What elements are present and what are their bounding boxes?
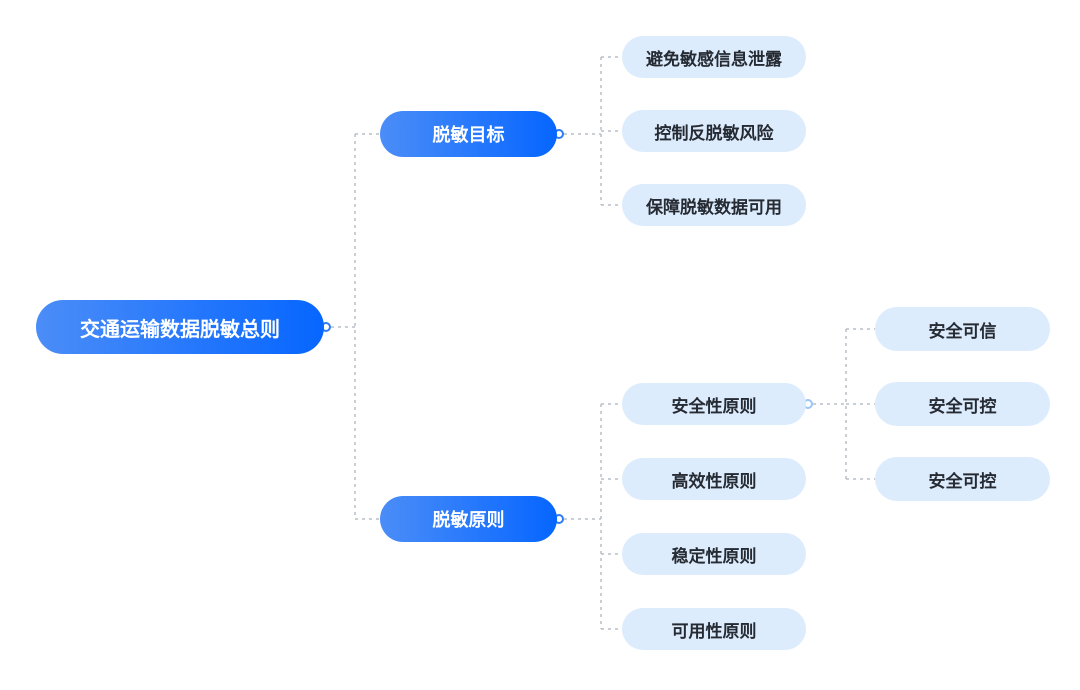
- node-control-reidentification-risk[interactable]: 控制反脱敏风险: [622, 110, 806, 152]
- node-efficiency-principle[interactable]: 高效性原则: [622, 458, 806, 500]
- node-label: 脱敏原则: [432, 510, 505, 530]
- node-root-label: 交通运输数据脱敏总则: [80, 318, 280, 341]
- node-label: 安全性原则: [671, 396, 757, 416]
- node-root[interactable]: 交通运输数据脱敏总则: [36, 300, 324, 354]
- node-label: 避免敏感信息泄露: [646, 49, 782, 69]
- node-desensitization-goals[interactable]: 脱敏目标: [380, 111, 557, 157]
- node-label: 脱敏目标: [432, 125, 505, 145]
- node-secure-controllable-1[interactable]: 安全可控: [875, 382, 1050, 426]
- node-label: 保障脱敏数据可用: [646, 197, 782, 217]
- node-secure-trustworthy[interactable]: 安全可信: [875, 307, 1050, 351]
- node-avoid-sensitive-leak[interactable]: 避免敏感信息泄露: [622, 36, 806, 78]
- node-label: 稳定性原则: [671, 546, 757, 566]
- node-availability-principle[interactable]: 可用性原则: [622, 608, 806, 650]
- node-label: 安全可信: [928, 321, 997, 341]
- node-label: 控制反脱敏风险: [654, 123, 774, 143]
- node-ensure-data-usability[interactable]: 保障脱敏数据可用: [622, 184, 806, 226]
- node-label: 高效性原则: [671, 471, 757, 491]
- node-label: 可用性原则: [671, 621, 757, 641]
- node-security-principle[interactable]: 安全性原则: [622, 383, 806, 425]
- node-stability-principle[interactable]: 稳定性原则: [622, 533, 806, 575]
- node-label: 安全可控: [928, 396, 997, 416]
- node-label: 安全可控: [928, 471, 997, 491]
- node-secure-controllable-2[interactable]: 安全可控: [875, 457, 1050, 501]
- node-desensitization-principles[interactable]: 脱敏原则: [380, 496, 557, 542]
